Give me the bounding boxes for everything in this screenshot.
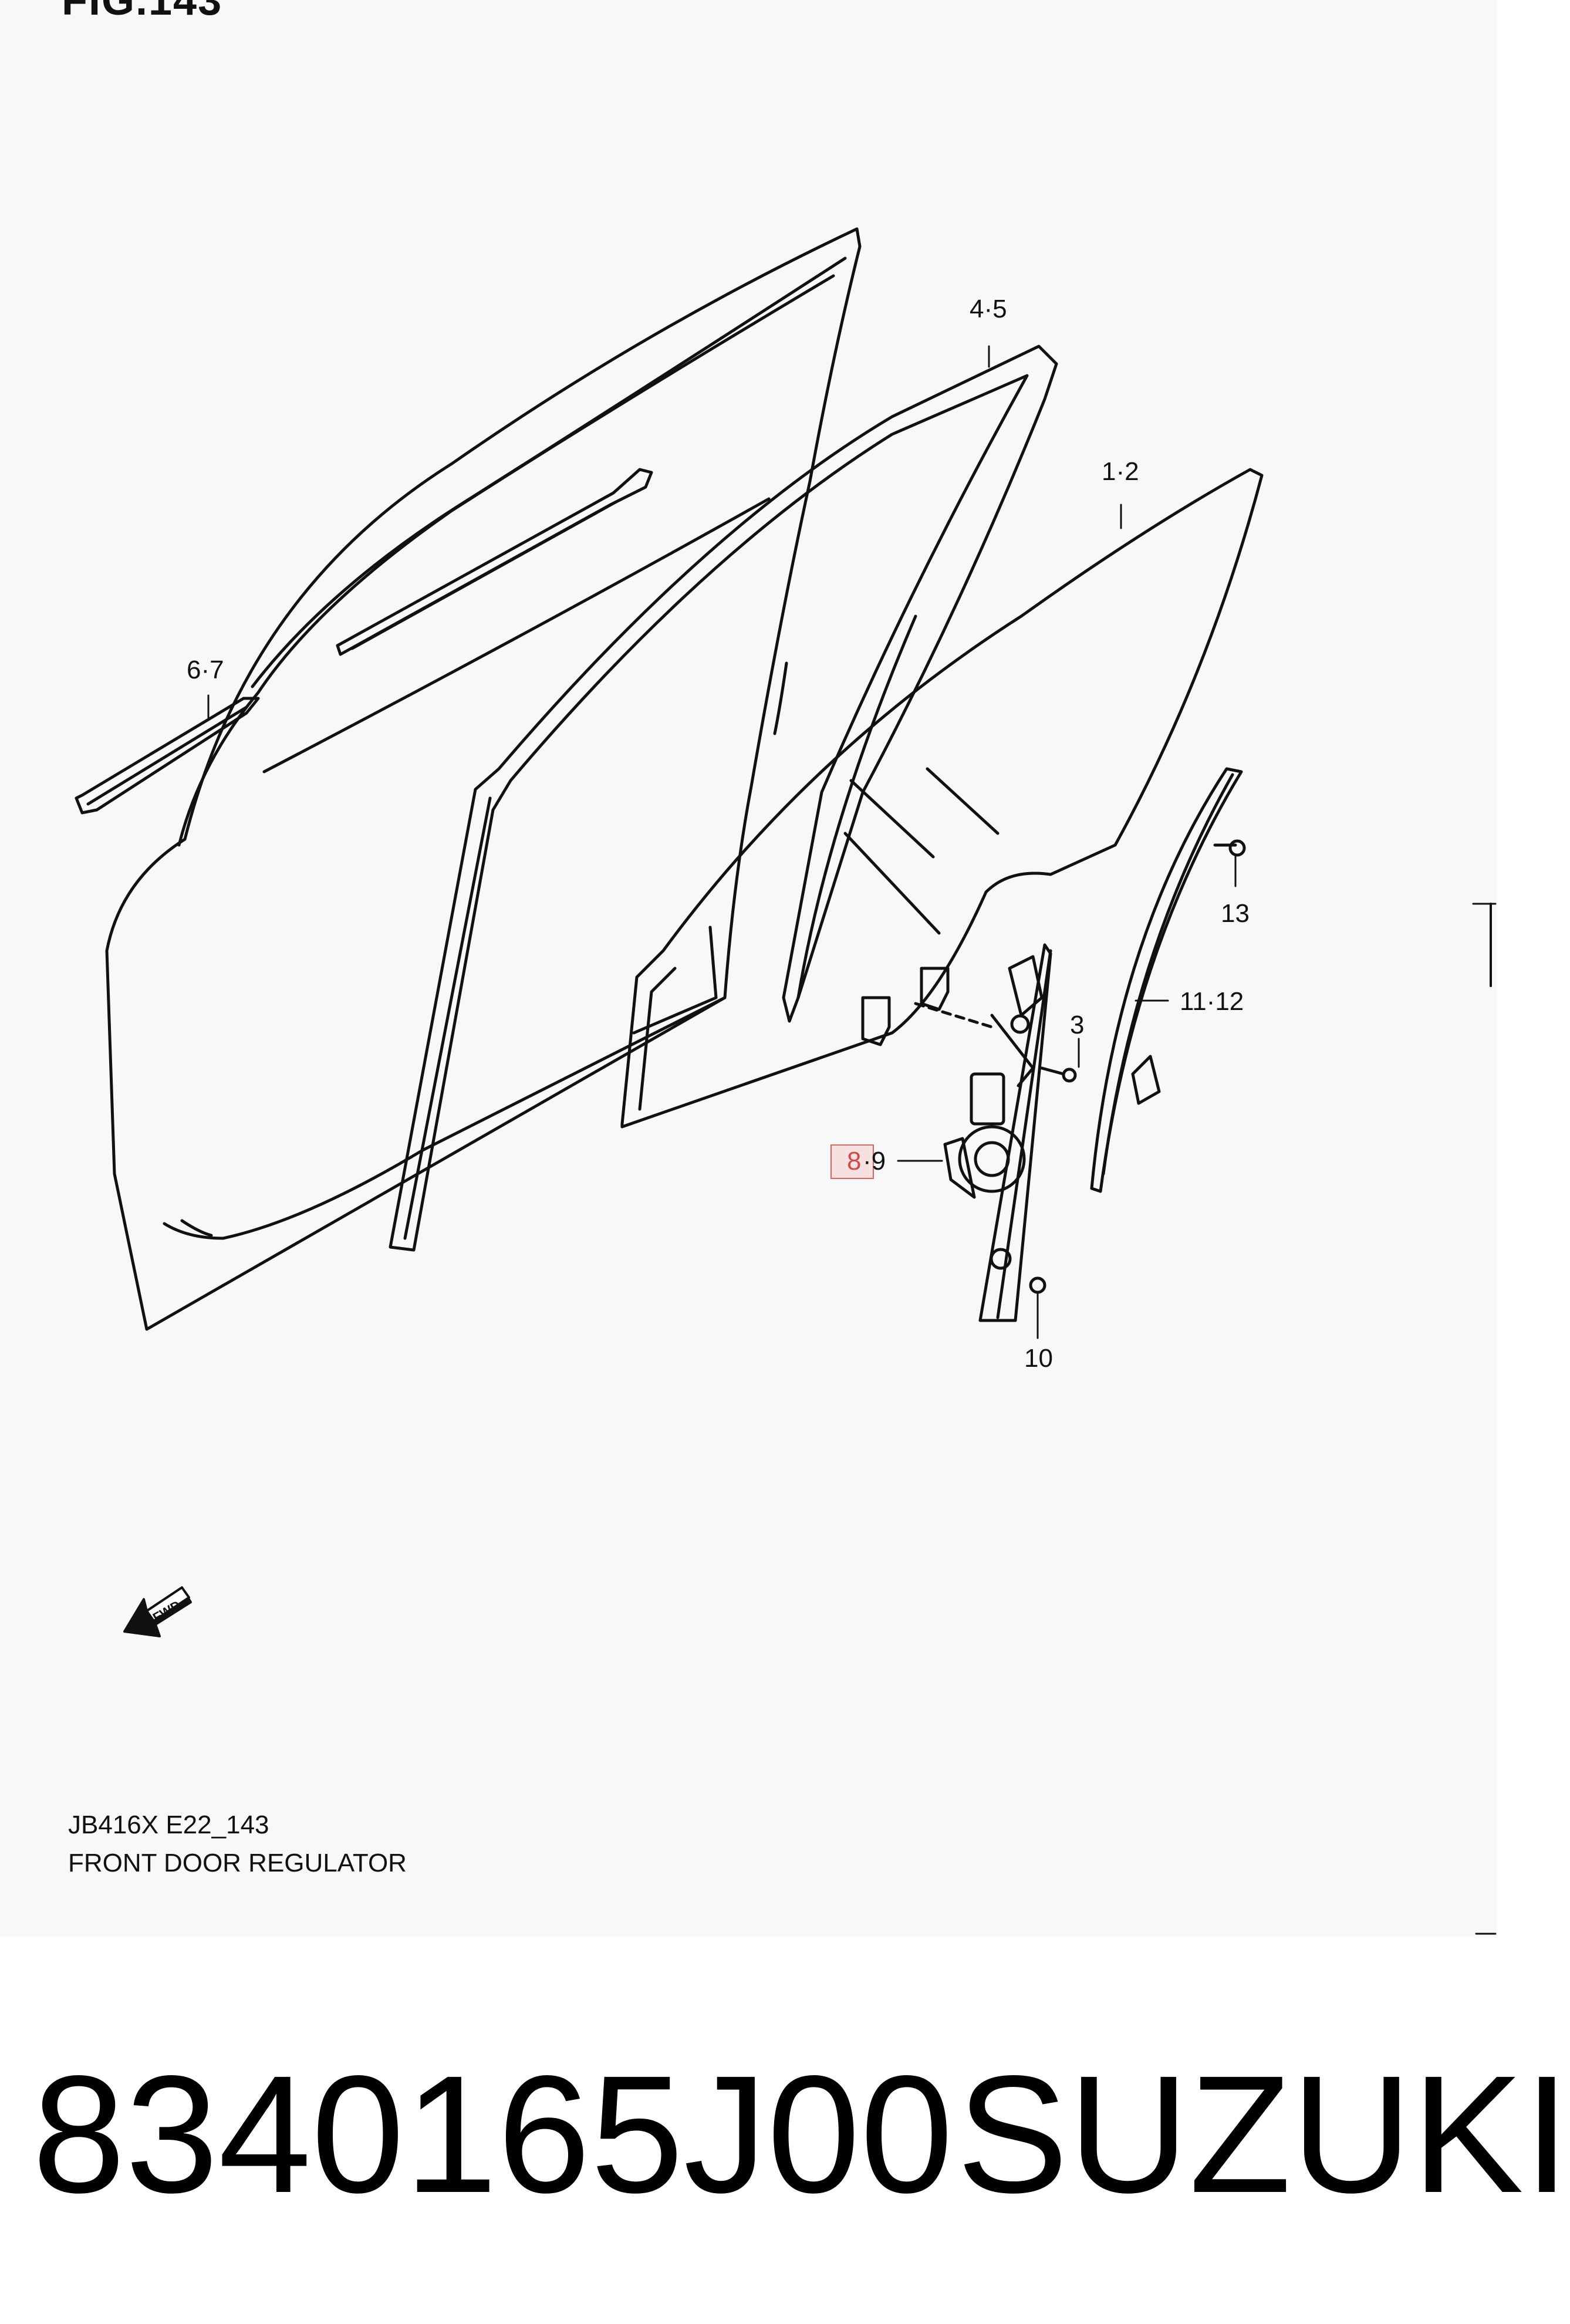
fwd-arrow-icon [123,1586,192,1637]
callout-6-7: 6·7 [187,656,224,684]
callout-11-12: 11·12 [1180,987,1244,1016]
door-sash [389,344,1058,1252]
rear-run-channel [1090,767,1243,1193]
brand-name: SUZUKI [957,2041,1570,2228]
callout-10: 10 [1024,1344,1053,1373]
callout-9: ·9 [863,1147,886,1175]
highlight-part-8 [830,1144,874,1179]
callout-8: 8 [847,1147,862,1175]
callout-13: 13 [1221,899,1250,928]
diagram-panel: FIG.143 [62,0,1497,1935]
callout-4-5: 4·5 [970,295,1007,323]
callout-3: 3 [1070,1011,1085,1039]
glass-bracket [861,996,891,1046]
exploded-parts-drawing: FWD [75,227,1497,1935]
diagram-code: JB416X E22_143 [68,1810,269,1839]
window-regulator [978,943,1052,1322]
part-number: 8340165J00 [32,2041,954,2228]
door-outer-panel [105,227,862,1331]
callout-1-2: 1·2 [1102,457,1139,486]
door-glass [620,468,1264,1129]
diagram-name: FRONT DOOR REGULATOR [68,1849,407,1877]
part-info-band [0,1937,1497,2324]
belt-moulding-outer [75,697,260,815]
figure-title: FIG.143 [62,0,223,24]
